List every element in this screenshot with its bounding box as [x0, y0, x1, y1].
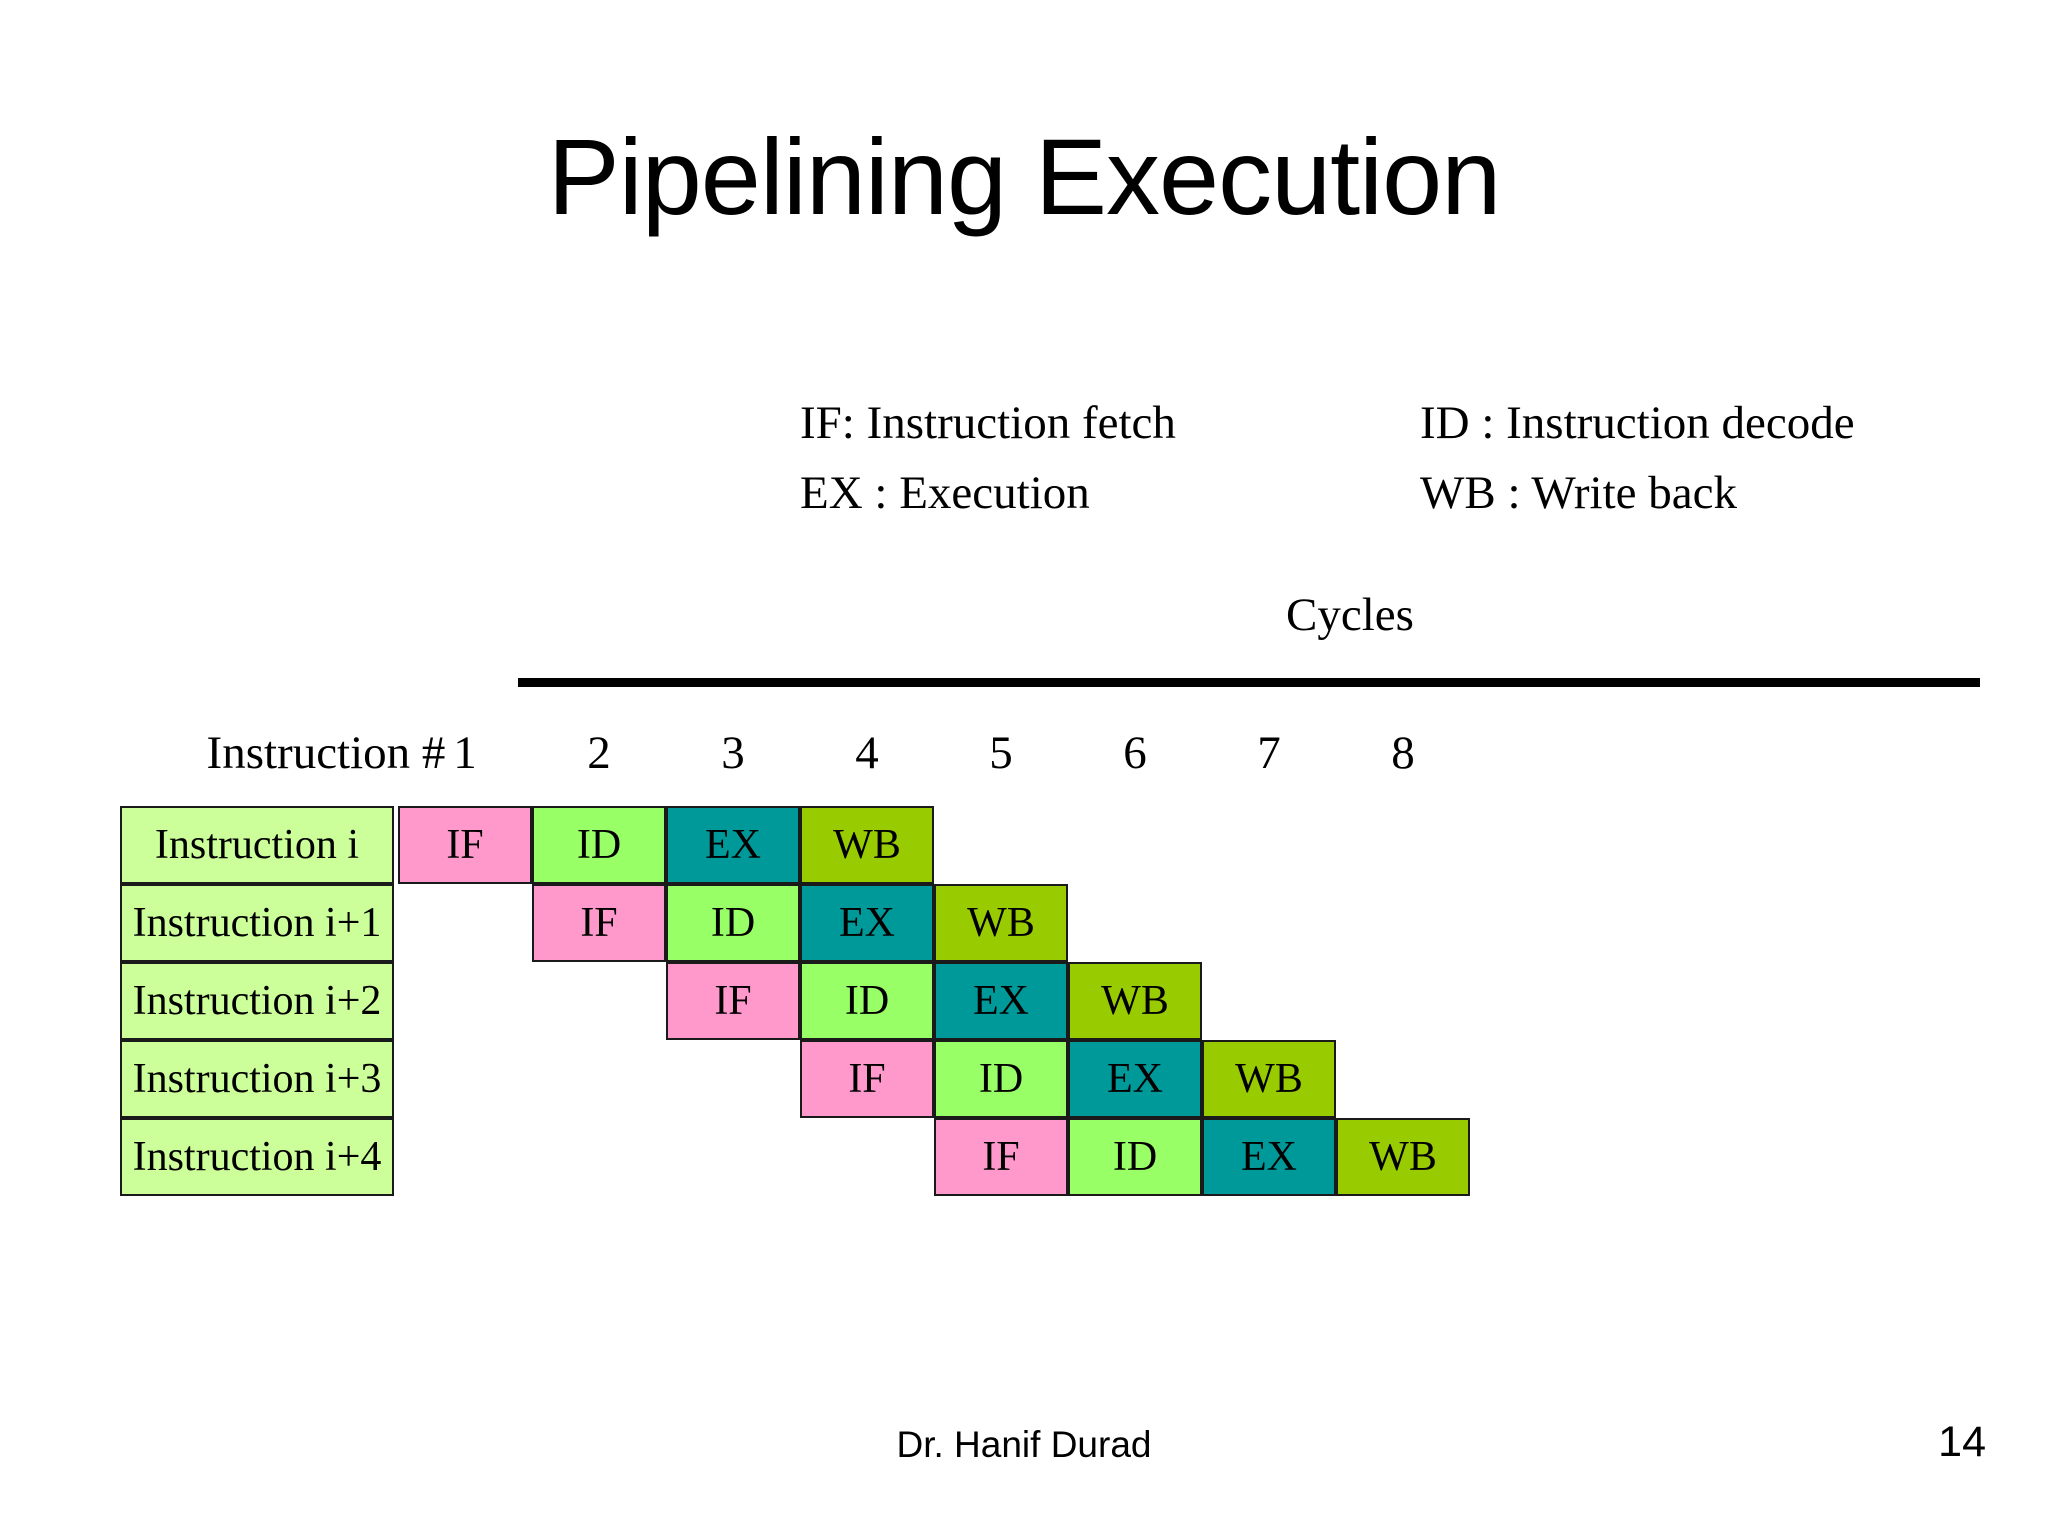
footer-page-number: 14	[1938, 1418, 1986, 1466]
cycle-number-3: 3	[721, 727, 745, 779]
cycle-number-5: 5	[989, 727, 1013, 779]
cycles-axis-rule	[518, 678, 1980, 687]
cycle-number-6: 6	[1123, 727, 1147, 779]
stage-cell-id: ID	[666, 884, 800, 962]
legend-row: EX : Execution WB : Write back	[800, 467, 2000, 538]
legend-ex: EX : Execution	[800, 467, 1090, 519]
instruction-number-header: Instruction #	[206, 727, 446, 779]
stage-cell-wb: WB	[800, 806, 934, 884]
stage-cell-ex: EX	[934, 962, 1068, 1040]
stage-cell-wb: WB	[934, 884, 1068, 962]
instruction-label: Instruction i+4	[120, 1118, 394, 1196]
cycle-number-8: 8	[1391, 727, 1415, 779]
stage-cell-wb: WB	[1202, 1040, 1336, 1118]
cycle-number-4: 4	[855, 727, 879, 779]
cycle-number-7: 7	[1257, 727, 1281, 779]
cycles-axis-label: Cycles	[1286, 589, 1414, 641]
instruction-label: Instruction i+1	[120, 884, 394, 962]
stage-cell-ex: EX	[666, 806, 800, 884]
instruction-label: Instruction i+2	[120, 962, 394, 1040]
stage-cell-id: ID	[934, 1040, 1068, 1118]
stage-cell-ex: EX	[800, 884, 934, 962]
stage-cell-id: ID	[800, 962, 934, 1040]
stage-cell-if: IF	[800, 1040, 934, 1118]
stage-legend: IF: Instruction fetch ID : Instruction d…	[800, 397, 2000, 538]
page-title: Pipelining Execution	[547, 116, 1502, 237]
stage-cell-if: IF	[532, 884, 666, 962]
stage-cell-if: IF	[934, 1118, 1068, 1196]
stage-cell-ex: EX	[1068, 1040, 1202, 1118]
legend-id: ID : Instruction decode	[1420, 397, 1855, 449]
stage-cell-id: ID	[1068, 1118, 1202, 1196]
legend-if: IF: Instruction fetch	[800, 397, 1176, 449]
legend-row: IF: Instruction fetch ID : Instruction d…	[800, 397, 2000, 468]
legend-wb: WB : Write back	[1420, 467, 1737, 519]
stage-cell-if: IF	[398, 806, 532, 884]
stage-cell-if: IF	[666, 962, 800, 1040]
instruction-label: Instruction i	[120, 806, 394, 884]
cycle-number-2: 2	[587, 727, 611, 779]
stage-cell-wb: WB	[1336, 1118, 1470, 1196]
footer-author: Dr. Hanif Durad	[896, 1424, 1152, 1465]
stage-cell-id: ID	[532, 806, 666, 884]
cycle-number-1: 1	[453, 727, 477, 779]
instruction-label: Instruction i+3	[120, 1040, 394, 1118]
stage-cell-wb: WB	[1068, 962, 1202, 1040]
stage-cell-ex: EX	[1202, 1118, 1336, 1196]
